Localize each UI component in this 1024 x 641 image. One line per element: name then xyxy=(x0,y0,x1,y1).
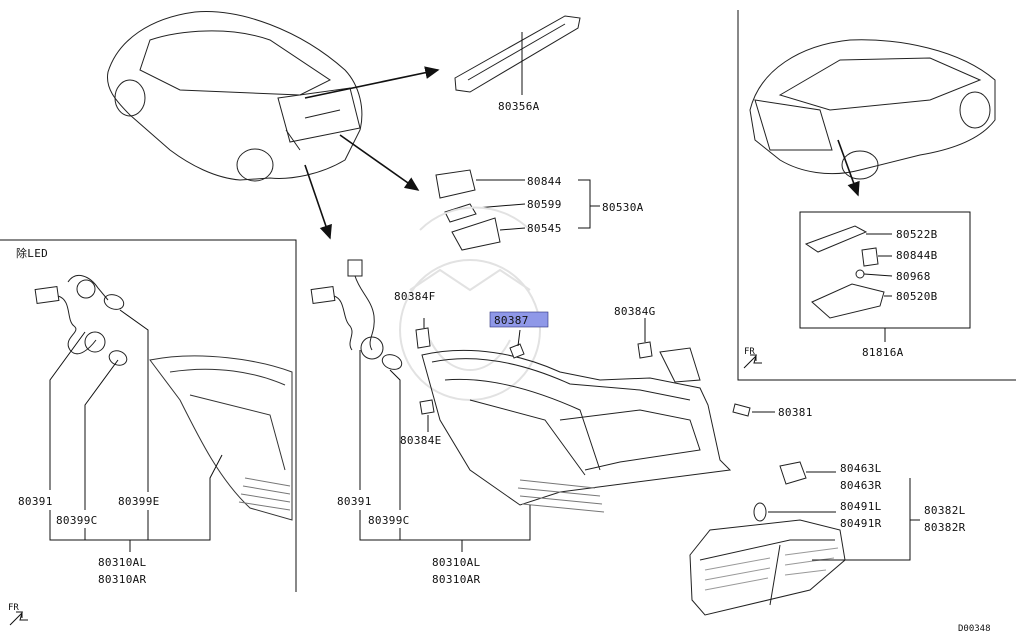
label-80844b[interactable]: 80844B xyxy=(896,249,938,262)
callout-arrows xyxy=(304,66,440,240)
inset-car-illustration xyxy=(749,39,996,197)
high-mount-stop-lamp-80356a xyxy=(454,15,581,95)
left-tail-lamp-partial xyxy=(149,355,293,521)
note-except-led: 除LED xyxy=(16,246,48,260)
label-80522b[interactable]: 80522B xyxy=(896,228,938,241)
watermark-emblem xyxy=(399,206,541,401)
panel-borders xyxy=(0,10,1016,592)
fastener-80387 xyxy=(509,343,525,359)
label-80384e[interactable]: 80384E xyxy=(400,434,442,447)
label-center-80391[interactable]: 80391 xyxy=(337,495,372,508)
fastener-80384g xyxy=(637,341,653,359)
left-socket-harness xyxy=(34,274,128,366)
label-left-80391[interactable]: 80391 xyxy=(18,495,53,508)
label-80387[interactable]: 80387 xyxy=(494,314,529,327)
fastener-80384e xyxy=(419,399,435,415)
label-80530a[interactable]: 80530A xyxy=(602,201,644,214)
label-80520b[interactable]: 80520B xyxy=(896,290,938,303)
fr-arrow-left xyxy=(9,611,28,626)
label-80381[interactable]: 80381 xyxy=(778,406,813,419)
screw-80381 xyxy=(732,403,751,417)
center-leader-lines xyxy=(359,318,775,552)
license-lamp-group-80530a xyxy=(435,169,600,251)
label-left-80310al[interactable]: 80310AL xyxy=(98,556,147,569)
center-socket-harness xyxy=(310,259,403,370)
label-80356a[interactable]: 80356A xyxy=(498,100,540,113)
reflector-leader-lines xyxy=(768,471,920,561)
label-80384f[interactable]: 80384F xyxy=(394,290,436,303)
drawing-code: D00348 xyxy=(958,624,991,634)
label-80599[interactable]: 80599 xyxy=(527,198,562,211)
car-rear-view-illustration xyxy=(106,11,363,182)
label-81816a[interactable]: 81816A xyxy=(862,346,904,359)
inset-parts-box xyxy=(799,211,971,342)
fr-arrow-inset xyxy=(743,354,762,369)
label-80384g[interactable]: 80384G xyxy=(614,305,656,318)
label-80382r[interactable]: 80382R xyxy=(924,521,966,534)
label-80382l[interactable]: 80382L xyxy=(924,504,966,517)
label-left-80399e[interactable]: 80399E xyxy=(118,495,160,508)
label-80491r[interactable]: 80491R xyxy=(840,517,882,530)
label-80545[interactable]: 80545 xyxy=(527,222,562,235)
label-80463r[interactable]: 80463R xyxy=(840,479,882,492)
label-center-80399c[interactable]: 80399C xyxy=(368,514,410,527)
fr-label-left: FR xyxy=(8,603,19,613)
label-left-80399c[interactable]: 80399C xyxy=(56,514,98,527)
label-left-80310ar[interactable]: 80310AR xyxy=(98,573,147,586)
label-80491l[interactable]: 80491L xyxy=(840,500,882,513)
labels: 除LED 80356A 80844 80599 80545 80530A 803… xyxy=(8,100,991,634)
left-leader-lines xyxy=(49,309,223,552)
fastener-80384f xyxy=(415,327,431,349)
rear-fog-reflector-lamp xyxy=(689,461,846,616)
label-80968[interactable]: 80968 xyxy=(896,270,931,283)
highlight-80387-box xyxy=(489,311,549,328)
rear-combination-lamp xyxy=(421,347,732,513)
label-80463l[interactable]: 80463L xyxy=(840,462,882,475)
label-80844[interactable]: 80844 xyxy=(527,175,562,188)
label-center-80310ar[interactable]: 80310AR xyxy=(432,573,481,586)
fr-label-inset: FR xyxy=(744,347,755,357)
label-center-80310al[interactable]: 80310AL xyxy=(432,556,481,569)
